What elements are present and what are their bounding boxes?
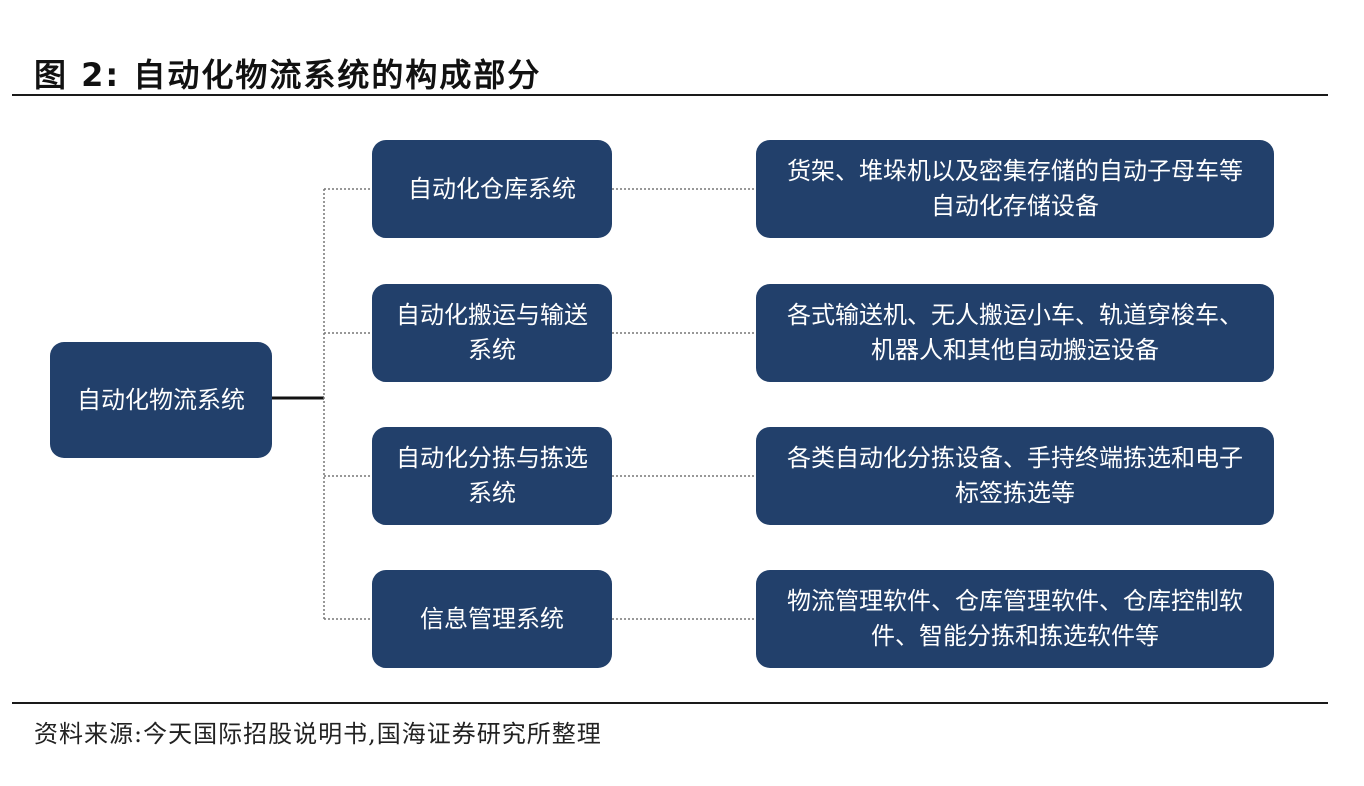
source-note: 资料来源:今天国际招股说明书,国海证券研究所整理 [34,720,602,748]
branch-node-sorting-picking: 自动化分拣与拣选系统 [372,427,612,525]
description-node-information-management: 物流管理软件、仓库管理软件、仓库控制软件、智能分拣和拣选软件等 [756,570,1274,668]
title-divider [12,94,1328,96]
figure-title: 图 2: 自动化物流系统的构成部分 [34,56,542,94]
root-node: 自动化物流系统 [50,342,272,458]
description-node-text: 各式输送机、无人搬运小车、轨道穿梭车、机器人和其他自动搬运设备 [787,301,1243,364]
branch-node-automated-warehouse: 自动化仓库系统 [372,140,612,238]
branch-node-label: 自动化仓库系统 [408,174,576,203]
description-node-text: 各类自动化分拣设备、手持终端拣选和电子标签拣选等 [787,444,1243,507]
description-node-text: 货架、堆垛机以及密集存储的自动子母车等自动化存储设备 [787,157,1243,220]
branch-node-information-management: 信息管理系统 [372,570,612,668]
source-divider [12,702,1328,704]
description-node-automated-warehouse: 货架、堆垛机以及密集存储的自动子母车等自动化存储设备 [756,140,1274,238]
branch-node-handling-conveying: 自动化搬运与输送系统 [372,284,612,382]
root-node-label: 自动化物流系统 [77,385,245,414]
branch-node-label: 自动化搬运与输送系统 [396,301,588,364]
description-node-text: 物流管理软件、仓库管理软件、仓库控制软件、智能分拣和拣选软件等 [787,587,1243,650]
branch-node-label: 信息管理系统 [420,604,564,633]
branch-node-label: 自动化分拣与拣选系统 [396,444,588,507]
description-node-sorting-picking: 各类自动化分拣设备、手持终端拣选和电子标签拣选等 [756,427,1274,525]
description-node-handling-conveying: 各式输送机、无人搬运小车、轨道穿梭车、机器人和其他自动搬运设备 [756,284,1274,382]
